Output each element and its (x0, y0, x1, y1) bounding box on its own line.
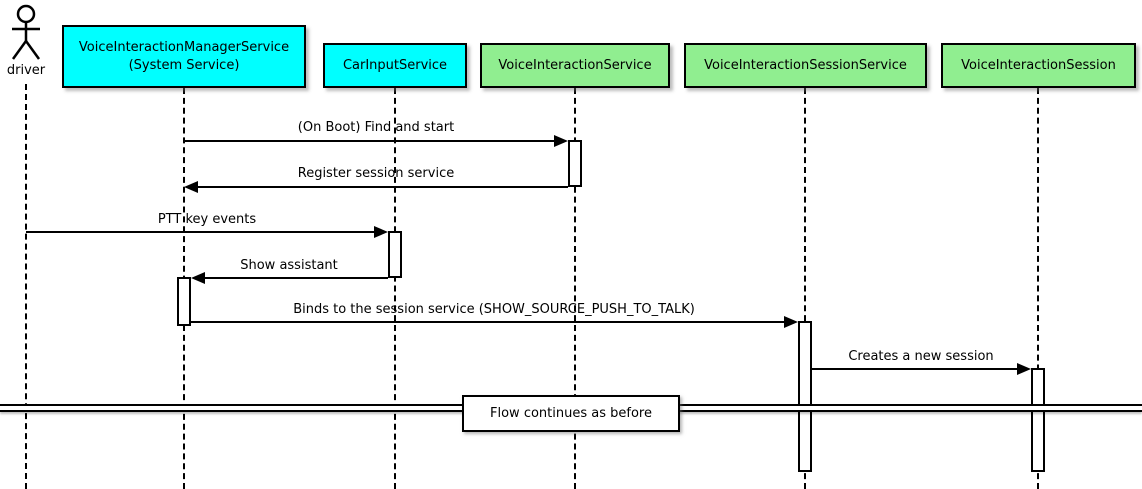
participant-voiceinteractionsessionservice: VoiceInteractionSessionService (684, 43, 927, 88)
activation-voiceinteractionservice (568, 140, 582, 187)
message-label-creates-a-new-session: Creates a new session (848, 349, 994, 364)
participant-carinputservice: CarInputService (323, 43, 467, 88)
arrowhead-left-icon (191, 272, 205, 284)
arrowhead-left-icon (184, 181, 198, 193)
actor-icon (11, 4, 41, 60)
activation-voiceinteractionsession (1031, 368, 1045, 472)
message-label-ptt-key-events: PTT key events (157, 212, 257, 227)
participant-name: VoiceInteractionSession (961, 57, 1116, 73)
participant-voiceinteractionmanagerservice: VoiceInteractionManagerService (System S… (62, 25, 306, 88)
participant-voiceinteractionservice: VoiceInteractionService (480, 43, 670, 88)
participant-name: CarInputService (342, 57, 448, 73)
divider-label: Flow continues as before (462, 395, 680, 432)
lifeline-voiceinteractionsession (1037, 88, 1039, 489)
lifeline-voiceinteractionsessionservice (804, 88, 806, 489)
participant-sublabel: (System Service) (128, 57, 240, 73)
message-label-show-assistant: Show assistant (240, 258, 338, 273)
activation-voiceinteractionsessionservice (798, 321, 812, 472)
participant-name: VoiceInteractionService (498, 57, 652, 73)
arrowhead-right-icon (784, 316, 798, 328)
message-arrow-show-assistant (205, 277, 388, 279)
arrowhead-right-icon (374, 226, 388, 238)
activation-voiceinteractionmanagerservice (177, 277, 191, 326)
message-arrow-register-session-service (198, 186, 568, 188)
activation-carinputservice (388, 231, 402, 278)
lifeline-voiceinteractionservice (574, 88, 576, 489)
lifeline-driver (25, 84, 27, 489)
message-label-register-session-service: Register session service (297, 166, 455, 181)
message-arrow-on-boot-find-and-start (184, 140, 554, 142)
participant-name: VoiceInteractionSessionService (704, 57, 907, 73)
message-label-binds-to-session-service: Binds to the session service (SHOW_SOURC… (293, 302, 695, 317)
actor-driver (6, 4, 46, 66)
message-arrow-binds-to-session-service (191, 321, 784, 323)
participant-voiceinteractionsession: VoiceInteractionSession (941, 43, 1136, 88)
participant-name: VoiceInteractionManagerService (78, 39, 290, 55)
actor-label: driver (6, 63, 46, 78)
message-arrow-ptt-key-events (26, 231, 374, 233)
arrowhead-right-icon (554, 135, 568, 147)
message-arrow-creates-a-new-session (812, 368, 1017, 370)
lifeline-carinputservice (394, 88, 396, 489)
message-label-on-boot-find-and-start: (On Boot) Find and start (297, 120, 455, 135)
arrowhead-right-icon (1017, 363, 1031, 375)
